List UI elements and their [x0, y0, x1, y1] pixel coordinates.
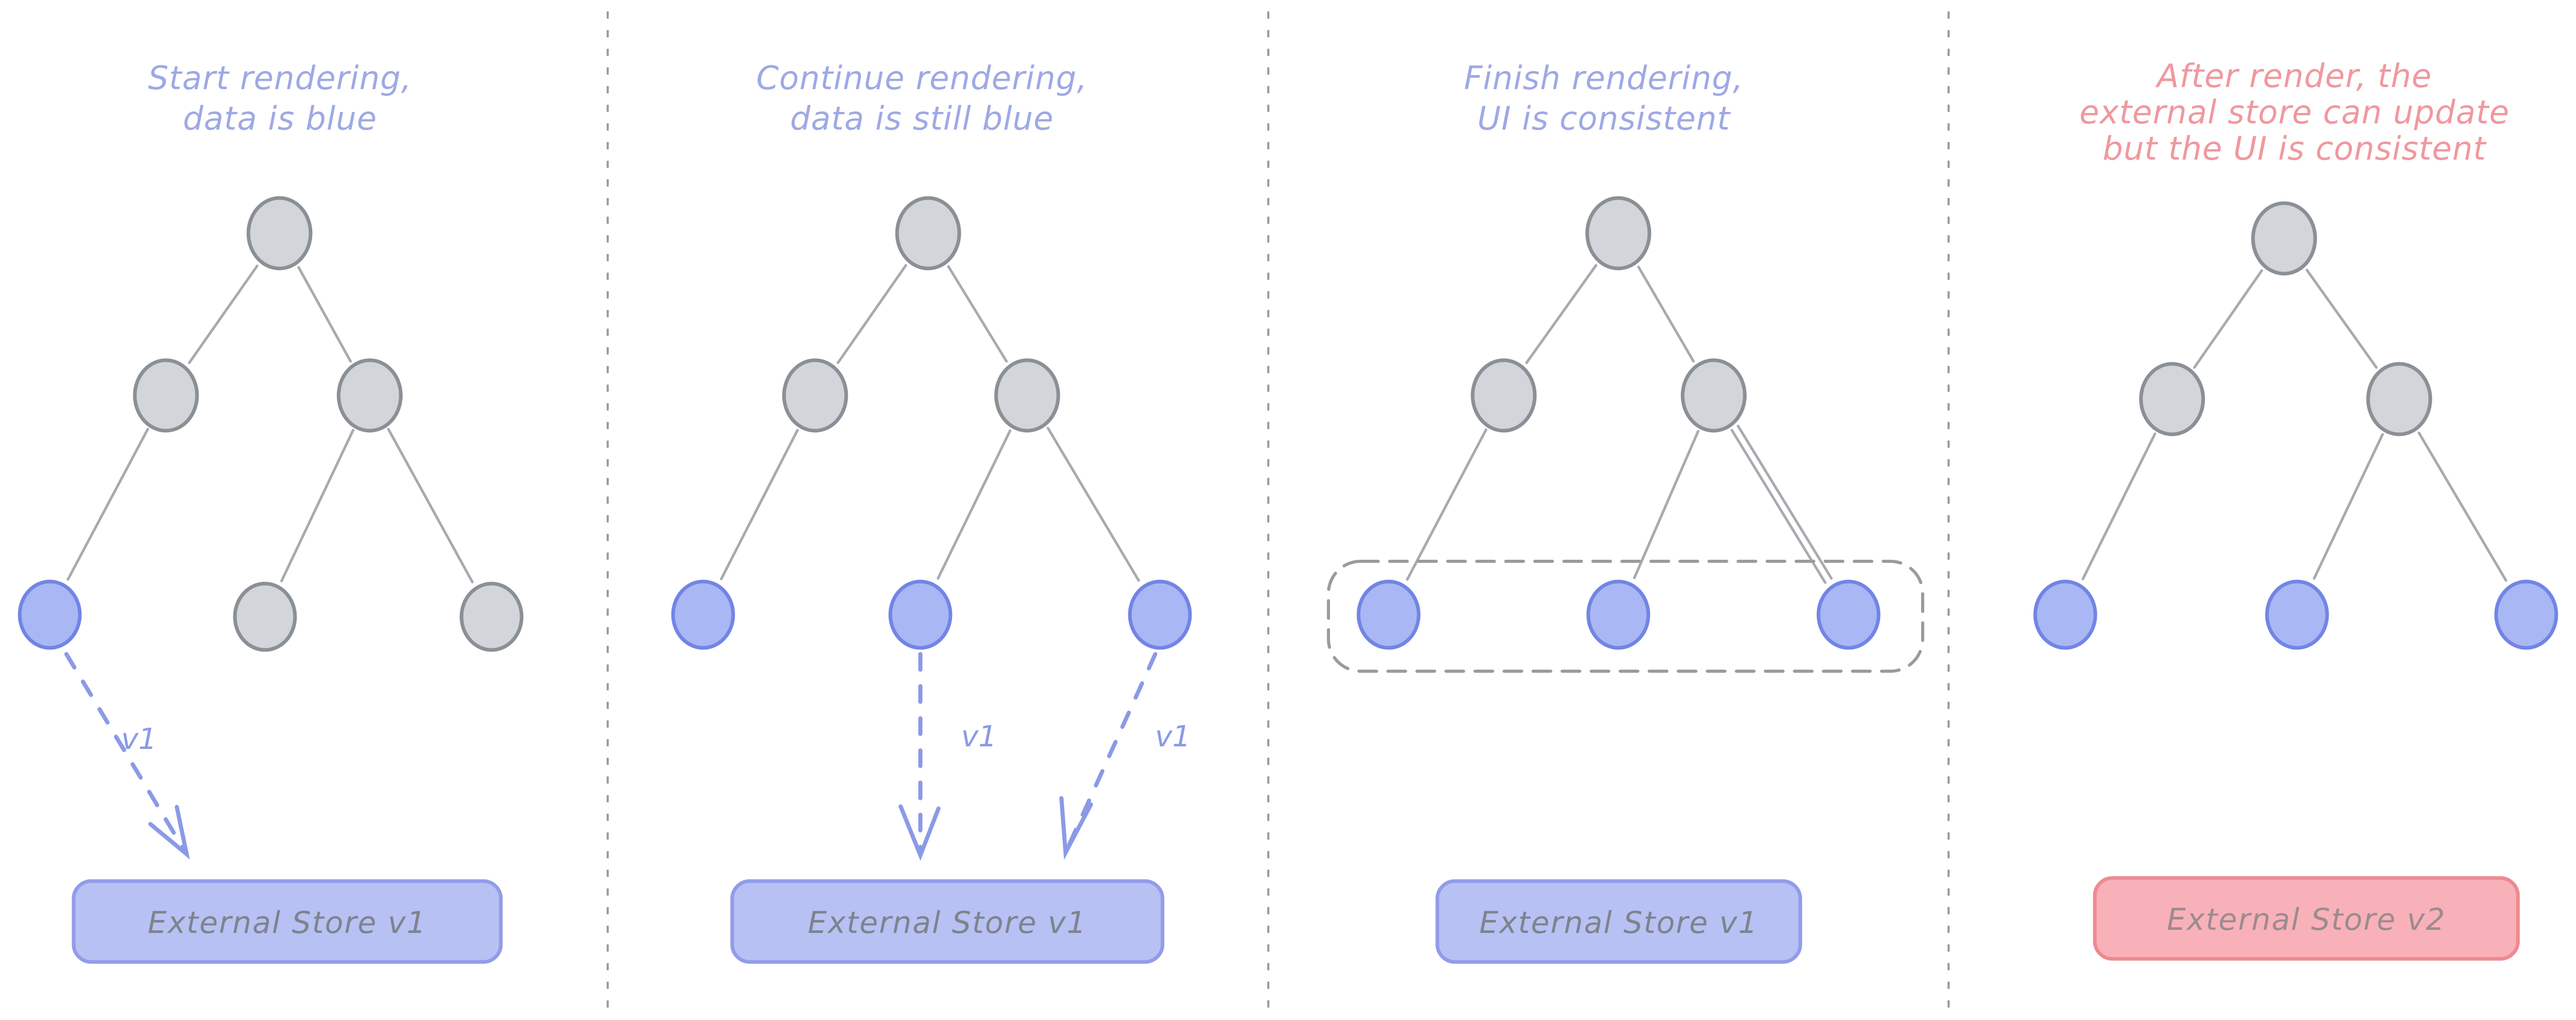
p1-leaf-1-node-blue: [18, 579, 82, 650]
p2-leaf-1-node-blue: [671, 579, 735, 650]
p1-root-node: [246, 196, 313, 271]
panel-4-title-line-2: external store can update: [2079, 93, 2509, 131]
panel-start-rendering: Start rendering, data is blue v1 Externa…: [18, 59, 524, 964]
p1-edge-right-leaf2: [280, 429, 355, 583]
p4-edge-root-left: [2193, 269, 2263, 369]
p4-edge-right-leaf3: [2417, 431, 2508, 582]
p2-child-right-node: [994, 358, 1060, 433]
p2-store-label: External Store v1: [808, 905, 1087, 940]
p4-store-box: [2093, 876, 2520, 961]
p1-edge-root-left: [188, 264, 259, 364]
p3-edge-left-leaf1: [1406, 428, 1488, 581]
p3-child-right-node: [1681, 358, 1747, 433]
panel-after-render: After render, the external store can upd…: [2033, 57, 2558, 961]
p1-arrow-shaft: [64, 652, 189, 856]
p2-edge-root-right: [947, 265, 1008, 363]
panel-3-title-line-2: UI is consistent: [1477, 100, 1731, 137]
panel-2-title-line-1: Continue rendering,: [757, 59, 1088, 97]
p3-leaf-2-node-blue: [1586, 579, 1650, 650]
p2-edge-left-leaf1: [720, 429, 799, 580]
p1-arrow-head: [148, 805, 190, 860]
p3-child-left-node: [1471, 358, 1537, 433]
p4-leaf-3-node-blue: [2494, 579, 2558, 650]
panel-2-tree: [671, 196, 1192, 650]
p3-leaf-1-node-blue: [1356, 579, 1421, 650]
p1-child-left-node: [133, 358, 199, 433]
p1-leaf-2-node-gray: [233, 582, 297, 652]
p3-store-label: External Store v1: [1479, 905, 1758, 940]
p2-arrow-2-head: [1059, 796, 1093, 860]
p3-leaf-group-outline: [1327, 560, 1924, 673]
p3-root-node: [1585, 196, 1651, 271]
panel-2-title-line-2: data is still blue: [790, 100, 1054, 137]
p2-edge-right-leaf3: [1046, 427, 1140, 582]
p2-leaf-3-node-blue: [1128, 579, 1192, 650]
p2-arrow-2-shaft: [1063, 652, 1157, 855]
panel-3-tree: [1327, 196, 1924, 673]
p2-store-arrow-right: v1: [1059, 652, 1191, 860]
panel-4-title-line-3: but the UI is consistent: [2103, 130, 2487, 167]
p2-external-store: External Store v1: [730, 879, 1165, 964]
p1-leaf-3-node-gray: [459, 582, 524, 652]
p1-edge-right-leaf3: [387, 428, 474, 584]
p2-arrow-1-head: [899, 804, 941, 861]
panel-3-title-line-1: Finish rendering,: [1464, 59, 1743, 97]
p1-child-right-node: [337, 358, 403, 433]
p2-store-box: [730, 879, 1165, 964]
p2-leaf-2-node-blue: [888, 579, 953, 650]
p4-edge-left-leaf1: [2081, 432, 2157, 580]
p1-arrow-label: v1: [121, 722, 157, 756]
p4-external-store: External Store v2: [2093, 876, 2520, 961]
panel-4-tree: [2033, 201, 2558, 650]
p2-edge-right-leaf2: [936, 429, 1012, 580]
panel-1-tree: [18, 196, 524, 652]
p3-store-box: [1435, 879, 1802, 964]
p3-edge-right-leaf3: [1730, 429, 1827, 584]
p2-arrow-1-label: v1: [961, 720, 997, 754]
p3-edge-right-leaf2: [1633, 430, 1700, 579]
panel-continue-rendering: Continue rendering, data is still blue v…: [671, 59, 1192, 964]
panel-finish-rendering: Finish rendering, UI is consistent Exter…: [1327, 59, 1924, 964]
p1-store-box: [72, 879, 503, 964]
p2-store-arrow-middle: v1: [899, 652, 997, 861]
p4-store-label: External Store v2: [2167, 902, 2446, 937]
panel-1-title-line-2: data is blue: [183, 100, 377, 137]
p1-store-label: External Store v1: [148, 905, 427, 940]
p2-arrow-2-label: v1: [1155, 720, 1191, 754]
p3-edge-root-left: [1525, 264, 1598, 364]
p4-leaf-2-node-blue: [2265, 579, 2329, 650]
panel-1-title-line-1: Start rendering,: [148, 59, 412, 97]
panel-4-title-line-1: After render, the: [2155, 57, 2432, 95]
p4-root-node: [2251, 201, 2317, 276]
p4-child-right-node: [2366, 362, 2432, 436]
p2-child-left-node: [782, 358, 848, 433]
p2-root-node: [895, 196, 961, 271]
p2-edge-root-left: [836, 264, 907, 364]
p4-edge-right-leaf2: [2313, 433, 2384, 580]
p4-leaf-1-node-blue: [2033, 579, 2097, 650]
p3-leaf-3-node-blue: [1816, 579, 1881, 650]
p3-external-store: External Store v1: [1435, 879, 1802, 964]
p1-store-arrow: v1: [64, 652, 190, 860]
p3-edge-right-leaf3-double: [1737, 424, 1833, 580]
p3-edge-root-right: [1637, 265, 1695, 363]
p4-edge-root-right: [2305, 268, 2378, 369]
p4-child-left-node: [2139, 362, 2205, 436]
p1-edge-left-leaf1: [66, 428, 149, 581]
p1-external-store: External Store v1: [72, 879, 503, 964]
p1-edge-root-right: [297, 266, 352, 363]
